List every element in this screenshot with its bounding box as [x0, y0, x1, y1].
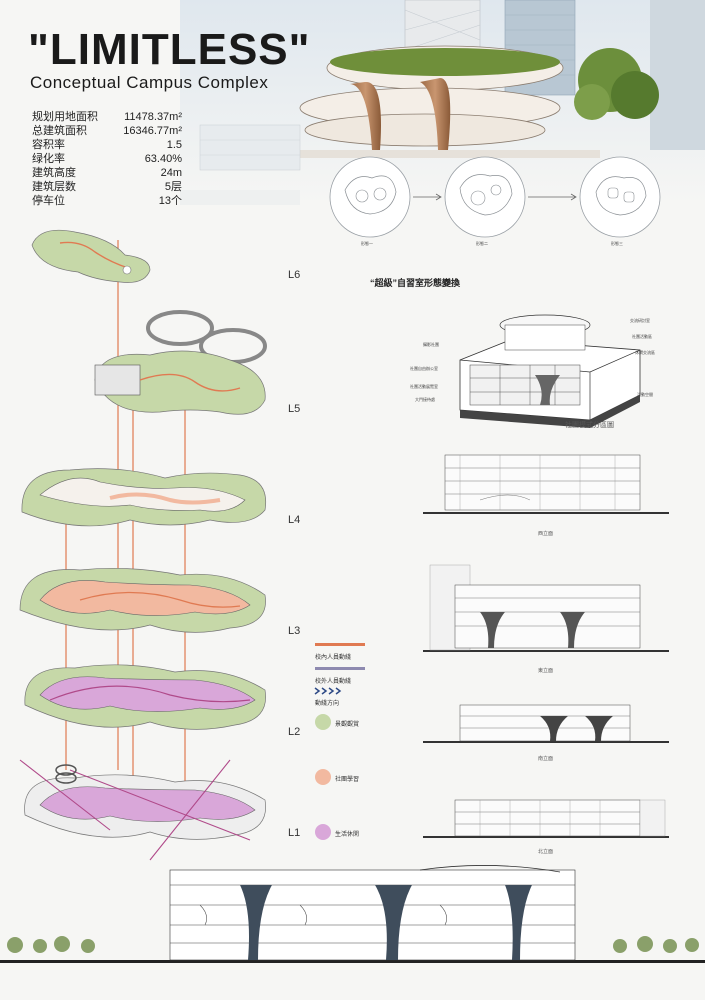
legend-route-in: 校內人員動綫: [315, 655, 352, 661]
form-circle-3: [579, 156, 661, 238]
hero-platforms: [299, 45, 600, 158]
legend-route-direction: 動綫方向: [315, 701, 340, 707]
legend-zone-leisure: 生活休閑: [335, 832, 360, 838]
form-circle-2: [444, 156, 526, 238]
hero-left-building: [180, 124, 301, 205]
stat-label: 绿化率: [32, 153, 65, 165]
elevation-east: [423, 564, 669, 652]
elevation-north: [423, 799, 669, 838]
legend-swatches: [314, 643, 365, 840]
form-circle-caption: 形態二: [476, 241, 488, 246]
form-change-title: “超級”自習室形態變換: [370, 278, 461, 288]
cutaway-label: 大門接待處: [415, 397, 435, 402]
level-label-l6: L6: [288, 269, 301, 281]
elevation-west: [423, 454, 669, 514]
stat-value: 13个: [158, 195, 182, 207]
stat-label: 容积率: [32, 139, 65, 151]
cutaway-caption: 社團模式分區圖: [565, 422, 614, 429]
level-label-l5: L5: [288, 403, 301, 415]
cutaway-model: [459, 314, 641, 428]
hero-trees: [574, 48, 659, 120]
level-label-l1: L1: [288, 827, 301, 839]
stat-value: 16346.77m²: [123, 125, 182, 137]
stat-row: 停车位 13个: [32, 194, 182, 208]
cutaway-label: 社團活動區: [632, 334, 652, 339]
level-label-l3: L3: [288, 625, 301, 637]
stat-row: 建筑层数 5层: [32, 180, 182, 194]
poster-title: "LIMITLESS": [28, 25, 311, 74]
stat-row: 建筑高度 24m: [32, 166, 182, 180]
plate-l6: [31, 229, 151, 283]
form-circle-caption: 形態一: [361, 241, 373, 246]
stat-value: 24m: [160, 167, 182, 179]
level-label-l4: L4: [288, 514, 301, 526]
cutaway-label: 交流研討室: [630, 318, 650, 323]
stat-label: 总建筑面积: [32, 125, 87, 137]
level-label-l2: L2: [288, 726, 301, 738]
long-section: [0, 865, 705, 963]
stat-row: 容积率 1.5: [32, 138, 182, 152]
legend-route-out: 校外人員動綫: [315, 679, 352, 685]
stat-label: 规划用地面积: [32, 111, 98, 123]
stat-row: 绿化率 63.40%: [32, 152, 182, 166]
elevation-south: [423, 704, 669, 743]
plate-l1: [19, 759, 266, 861]
stat-value: 11478.37m²: [124, 111, 182, 123]
hero-towers: [404, 0, 705, 150]
plate-l2: [24, 664, 266, 730]
cutaway-label: 休閑交流區: [635, 350, 655, 355]
stat-row: 规划用地面积 11478.37m²: [32, 110, 182, 124]
form-circles: [329, 156, 661, 238]
elevation-caption-east: 東立面: [538, 668, 554, 674]
form-circle-1: [329, 156, 411, 238]
elevation-caption-west: 西立面: [538, 531, 554, 537]
stat-label: 建筑高度: [32, 167, 76, 179]
elevation-caption-north: 北立面: [538, 849, 554, 855]
stat-value: 5层: [164, 181, 182, 193]
stat-label: 停车位: [32, 195, 65, 207]
cutaway-label: 活動空間: [637, 392, 653, 397]
exploded-axonometric: [19, 229, 267, 861]
plate-l4: [21, 468, 267, 527]
elevation-caption-south: 南立面: [538, 756, 554, 762]
plate-l5: [94, 310, 267, 415]
stat-row: 总建筑面积 16346.77m²: [32, 124, 182, 138]
form-circle-caption: 形態三: [611, 241, 623, 246]
legend-zone-club: 社團學習: [335, 777, 360, 783]
cutaway-label: 攝影社團: [423, 342, 439, 347]
stat-label: 建筑层数: [32, 181, 76, 193]
stat-value: 1.5: [166, 139, 182, 151]
legend-zone-landscape: 景觀觀賞: [335, 722, 360, 728]
stat-value: 63.40%: [144, 153, 182, 165]
poster-subtitle: Conceptual Campus Complex: [30, 73, 269, 92]
cutaway-label: 社團活動展覽室: [410, 384, 438, 389]
plate-l3: [19, 567, 266, 633]
cutaway-label: 社團自由辦公室: [410, 366, 438, 371]
